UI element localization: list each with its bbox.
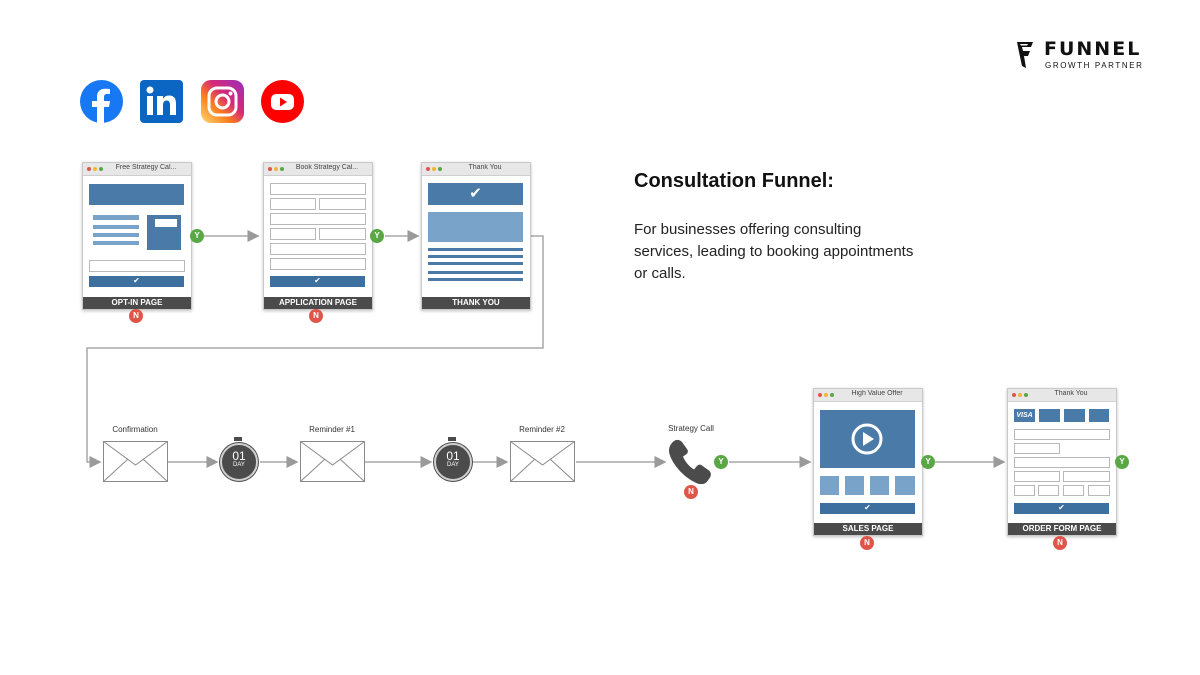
no-badge: N <box>309 309 323 323</box>
window-tab-title: High Value Offer <box>851 390 903 397</box>
window-titlebar: High Value Offer <box>814 389 922 402</box>
email-envelope-icon <box>300 441 365 482</box>
yes-badge: Y <box>370 229 384 243</box>
no-badge: N <box>684 485 698 499</box>
phone-icon <box>669 439 711 484</box>
funnel-description: For businesses offering consulting servi… <box>634 221 914 282</box>
window-tab-title: Book Strategy Cal... <box>295 164 359 171</box>
application-page-card[interactable]: Book Strategy Cal... ✔ APPLICATION PAGE <box>263 162 373 310</box>
sales-page-card[interactable]: High Value Offer ✔ SALES PAGE <box>813 388 923 536</box>
page-footer-label: THANK YOU <box>422 297 530 309</box>
delay-timer-icon: 01 DAY <box>434 443 472 481</box>
timer-unit: DAY <box>447 462 459 468</box>
youtube-icon[interactable] <box>261 80 304 123</box>
email-envelope-icon <box>103 441 168 482</box>
email-field <box>89 260 185 272</box>
page-footer-label: OPT-IN PAGE <box>83 297 191 309</box>
window-tab-title: Thank You <box>468 164 502 171</box>
window-titlebar: Thank You <box>1008 389 1116 402</box>
thankyou-page-card[interactable]: Thank You ✔ THANK YOU <box>421 162 531 310</box>
email-label: Reminder #2 <box>519 425 565 434</box>
page-footer-label: ORDER FORM PAGE <box>1008 523 1116 535</box>
order-form-page-card[interactable]: Thank You VISA ✔ ORDER FORM PAGE <box>1007 388 1117 536</box>
arrow-thankyou-to-confirmation <box>86 235 544 468</box>
no-badge: N <box>860 536 874 550</box>
content-block <box>428 212 523 242</box>
mastercard-icon <box>1039 409 1060 422</box>
visa-card-icon: VISA <box>1014 409 1035 422</box>
call-label: Strategy Call <box>668 424 714 433</box>
checkmark-icon: ✔ <box>428 183 523 205</box>
delay-timer-icon: 01 DAY <box>220 443 258 481</box>
window-titlebar: Book Strategy Cal... <box>264 163 372 176</box>
email-label: Confirmation <box>112 425 158 434</box>
instagram-icon[interactable] <box>201 80 244 123</box>
no-badge: N <box>1053 536 1067 550</box>
yes-badge: Y <box>714 455 728 469</box>
logo-wordmark: FUNNEL <box>1044 38 1142 60</box>
brand-logo: FUNNEL GROWTH PARTNER <box>1014 38 1164 72</box>
email-label: Reminder #1 <box>309 425 355 434</box>
yes-badge: Y <box>1115 455 1129 469</box>
logo-mark-icon <box>1017 42 1033 68</box>
form-field <box>1014 429 1110 440</box>
play-icon <box>851 423 883 455</box>
thumbnail <box>820 476 839 495</box>
window-titlebar: Thank You <box>422 163 530 176</box>
timer-number: 01 <box>232 449 246 463</box>
funnel-title: Consultation Funnel: <box>634 170 834 192</box>
linkedin-icon[interactable] <box>140 80 183 123</box>
submit-button: ✔ <box>270 276 365 287</box>
optin-page-card[interactable]: Free Strategy Cal... ✔ OPT-IN PAGE <box>82 162 192 310</box>
page-footer-label: SALES PAGE <box>814 523 922 535</box>
text-line <box>93 215 139 220</box>
no-badge: N <box>129 309 143 323</box>
timer-number: 01 <box>446 449 460 463</box>
window-titlebar: Free Strategy Cal... <box>83 163 191 176</box>
buy-button: ✔ <box>820 503 915 514</box>
window-tab-title: Free Strategy Cal... <box>115 164 177 171</box>
discover-card-icon <box>1064 409 1085 422</box>
window-tab-title: Thank You <box>1054 390 1088 397</box>
header-block <box>89 184 184 205</box>
page-footer-label: APPLICATION PAGE <box>264 297 372 309</box>
amex-card-icon <box>1089 409 1109 422</box>
form-field <box>270 183 366 195</box>
yes-badge: Y <box>190 229 204 243</box>
facebook-icon[interactable] <box>80 80 123 123</box>
submit-button: ✔ <box>89 276 184 287</box>
logo-tagline: GROWTH PARTNER <box>1045 61 1144 70</box>
submit-order-button: ✔ <box>1014 503 1109 514</box>
yes-badge: Y <box>921 455 935 469</box>
timer-unit: DAY <box>233 462 245 468</box>
email-envelope-icon <box>510 441 575 482</box>
